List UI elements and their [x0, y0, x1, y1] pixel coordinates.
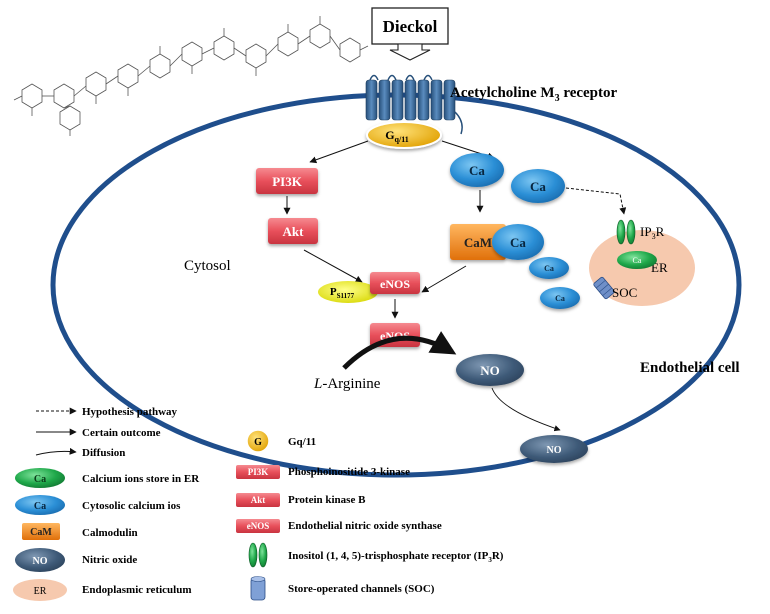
- ca-ion-3: [529, 257, 569, 279]
- ca-label: Ca: [510, 235, 526, 250]
- legend-er-text: Endoplasmic reticulum: [82, 584, 192, 596]
- legend-badge: Akt: [251, 495, 266, 505]
- ca-store-er: [617, 251, 657, 269]
- legend-badge: NO: [33, 556, 48, 567]
- ps1177-label: PS1177: [330, 286, 355, 300]
- legend-badge: eNOS: [247, 521, 270, 531]
- legend-certain-text: Certain outcome: [82, 427, 161, 439]
- legend-badge: CaM: [30, 527, 52, 538]
- legend-badge: PI3K: [248, 467, 269, 477]
- legend-badge: Ca: [34, 501, 46, 512]
- legend-akt-icon: [236, 493, 280, 507]
- no-molecule-2: [520, 435, 588, 463]
- pi3k-label: PI3K: [272, 174, 303, 189]
- legend-g-icon: [246, 429, 270, 453]
- no-label: NO: [480, 363, 500, 378]
- akt-label: Akt: [283, 224, 305, 239]
- dieckol-box: Dieckol: [371, 7, 449, 61]
- ca-label: Ca: [469, 163, 485, 178]
- legend-soc-text: Store-operated channels (SOC): [288, 583, 435, 595]
- no-label: NO: [547, 445, 562, 456]
- ca-label: Ca: [555, 294, 565, 303]
- legend-enos-icon: [236, 519, 280, 533]
- cytosol-label: Cytosol: [184, 258, 231, 274]
- legend-pi3k-icon: [236, 465, 280, 479]
- legend-soc-icon: [250, 576, 266, 601]
- endothelial-cell-label: Endothelial cell: [640, 360, 740, 376]
- ca-ion-cam: [492, 224, 544, 260]
- er-label: ER: [651, 260, 668, 275]
- dieckol-arrow-icon: [389, 43, 431, 61]
- legend-badge: Ca: [34, 474, 46, 485]
- enos-box-1: [370, 272, 420, 294]
- pi3k-box: [256, 168, 318, 194]
- legend-cam-icon: [22, 523, 60, 540]
- ca-ion-4: [540, 287, 580, 309]
- ca-ion-1: [450, 153, 504, 187]
- legend-akt-text: Protein kinase B: [288, 494, 366, 506]
- legend-hypothesis-text: Hypothesis pathway: [82, 406, 178, 418]
- ip3r-icon: [616, 219, 636, 245]
- dieckol-structure-icon: [13, 16, 369, 136]
- cam-label: CaM: [464, 235, 492, 250]
- legend-left: Hypothesis pathway Certain outcome Diffu…: [13, 406, 200, 601]
- ca-label: Ca: [544, 264, 554, 273]
- legend-ip3r-text: Inositol (1, 4, 5)-trisphosphate recepto…: [288, 550, 504, 564]
- legend-badge: G: [254, 437, 262, 448]
- ca-label: Ca: [633, 256, 642, 265]
- soc-icon: [593, 276, 615, 300]
- soc-label: SOC: [612, 285, 637, 300]
- no-molecule-1: [456, 354, 524, 386]
- legend-green-ca-icon: [15, 468, 65, 488]
- gq11-label: Gq/11: [385, 128, 409, 144]
- arginine-label: L-Arginine: [313, 376, 381, 392]
- ps1177-site: [318, 281, 378, 303]
- legend-no-icon: [15, 548, 65, 572]
- ca-ion-2: [511, 169, 565, 203]
- legend-blue-ca-icon: [15, 495, 65, 515]
- dieckol-label: Dieckol: [383, 17, 438, 36]
- ip3r-label: IP3R: [640, 224, 665, 241]
- legend-enos-text: Endothelial nitric oxide synthase: [288, 520, 442, 532]
- legend-blue-ca-text: Cytosolic calcium ios: [82, 500, 181, 512]
- legend-green-ca-text: Calcium ions store in ER: [82, 473, 200, 485]
- legend-right: G Gq/11 PI3K Phosphoinositide 3-kinase A…: [236, 429, 504, 601]
- ca-label: Ca: [530, 179, 546, 194]
- legend-er-icon: [13, 579, 67, 601]
- legend-no-text: Nitric oxide: [82, 554, 137, 566]
- acetylcholine-m3-receptor: [365, 74, 463, 135]
- akt-box: [268, 218, 318, 244]
- gq11-protein: [366, 121, 442, 149]
- legend-badge: ER: [34, 586, 47, 597]
- legend-gq-text: Gq/11: [288, 436, 316, 448]
- cam-box: [450, 224, 506, 260]
- receptor-label: Acetylcholine M3 receptor: [450, 85, 618, 104]
- legend-diffusion-text: Diffusion: [82, 447, 125, 459]
- enos-label: eNOS: [380, 277, 410, 291]
- legend-ip3r-icon: [248, 542, 268, 568]
- legend-pi3k-text: Phosphoinositide 3-kinase: [288, 466, 410, 478]
- legend-cam-text: Calmodulin: [82, 527, 138, 539]
